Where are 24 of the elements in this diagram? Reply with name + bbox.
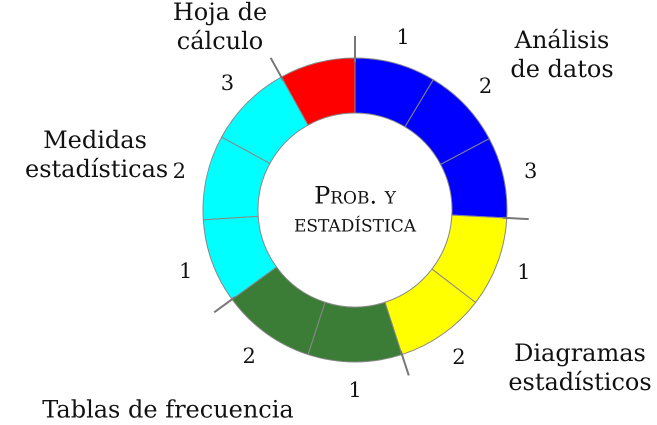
segment-number: 3: [220, 71, 234, 96]
category-label: Diagramas estadísticos: [507, 339, 653, 397]
segment-number: 3: [524, 159, 538, 184]
segment-number: 2: [242, 344, 256, 368]
ring-segment: [431, 214, 508, 304]
segment-number: 1: [179, 259, 192, 284]
category-label: Análisis de datos: [509, 26, 615, 84]
segment-number: 2: [452, 344, 466, 369]
segment-number: 2: [478, 74, 492, 98]
segment-number: 1: [348, 378, 362, 402]
category-label: Medidas estadísticas: [25, 126, 165, 184]
segment-number: 1: [517, 260, 531, 284]
segment-number: 2: [172, 159, 186, 184]
category-label: Tablas de frecuencia: [41, 396, 295, 424]
ring-segment: [280, 58, 356, 126]
ring-segment: [440, 138, 508, 218]
ring-segment: [202, 216, 278, 300]
center-title: Prob. y estadística: [280, 182, 430, 238]
ring-segment: [404, 79, 490, 165]
ring-segment: [308, 302, 402, 362]
segment-number: 1: [396, 24, 410, 49]
ring-segment: [354, 58, 434, 128]
ring-segment: [202, 136, 270, 220]
category-label: Hoja de cálculo: [172, 0, 268, 56]
